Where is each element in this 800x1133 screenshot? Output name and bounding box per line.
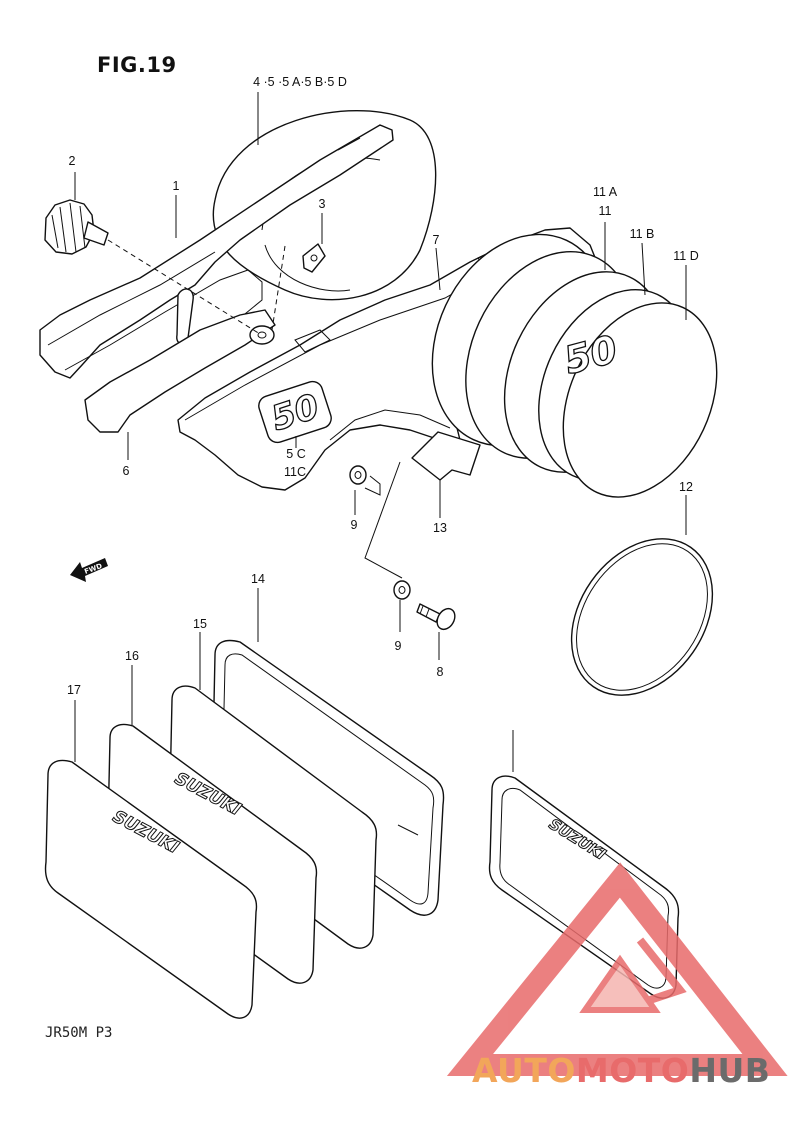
- part-front-cover: [39, 124, 394, 379]
- callout-11d: 12: [679, 480, 693, 494]
- watermark-text: AUTOMOTOHUB: [472, 1051, 770, 1090]
- part-housing-rings: 50: [431, 233, 718, 498]
- callout-8: 8: [437, 665, 444, 679]
- part-washer-9b: [393, 580, 411, 600]
- callout-6: 6: [123, 464, 130, 478]
- part-lower-panel: [84, 309, 276, 433]
- part-small-plate: [302, 243, 326, 273]
- part-bracket: [411, 431, 481, 481]
- watermark-auto: AUTO: [472, 1051, 576, 1090]
- callout-10: 11 A: [593, 185, 618, 199]
- callout-labels: 2 1 3 4 ·5 ·5 A·5 B·5 D 7 11 A 11 11 B 1…: [67, 75, 699, 697]
- part-screw: [416, 603, 456, 631]
- callout-12: 13: [433, 521, 447, 535]
- callout-14: 15: [193, 617, 207, 631]
- part-washer-cover: [249, 325, 275, 345]
- part-washer-9a: [349, 465, 367, 485]
- part-oval-cover: [212, 110, 437, 301]
- callout-11a: 11: [599, 204, 612, 218]
- watermark-moto: MOTO: [575, 1051, 690, 1090]
- callout-2: 2: [69, 154, 76, 168]
- callout-9b: 9: [395, 639, 402, 653]
- part-gasket-ring: [570, 538, 714, 696]
- figure-code: JR50M P3: [45, 1025, 113, 1041]
- watermark-hub: HUB: [689, 1051, 771, 1090]
- fwd-arrow-icon: FWD: [70, 558, 108, 582]
- callout-4-5: 4 ·5 ·5 A·5 B·5 D: [253, 75, 347, 89]
- leader-lines: [74, 92, 687, 772]
- callout-11b: 11 D: [673, 249, 698, 263]
- callout-7: 7: [433, 233, 440, 247]
- part-emblem-plate: SUZUKI: [488, 775, 680, 999]
- callout-15: 16: [125, 649, 139, 663]
- callout-5c: 5 C: [286, 447, 305, 461]
- callout-1: 1: [173, 179, 180, 193]
- figure-title: FIG.19: [97, 53, 177, 77]
- callout-3: 3: [319, 197, 326, 211]
- fwd-arrow-label: FWD: [83, 562, 103, 576]
- callout-13: 14: [251, 572, 265, 586]
- callout-16: 17: [67, 683, 81, 697]
- watermark-logo-icon: [446, 862, 788, 1076]
- callout-11: 11 B: [630, 227, 655, 241]
- callout-9a: 9: [351, 518, 358, 532]
- callout-11c: 11C: [284, 465, 306, 479]
- part-knob-bolt: [44, 199, 109, 255]
